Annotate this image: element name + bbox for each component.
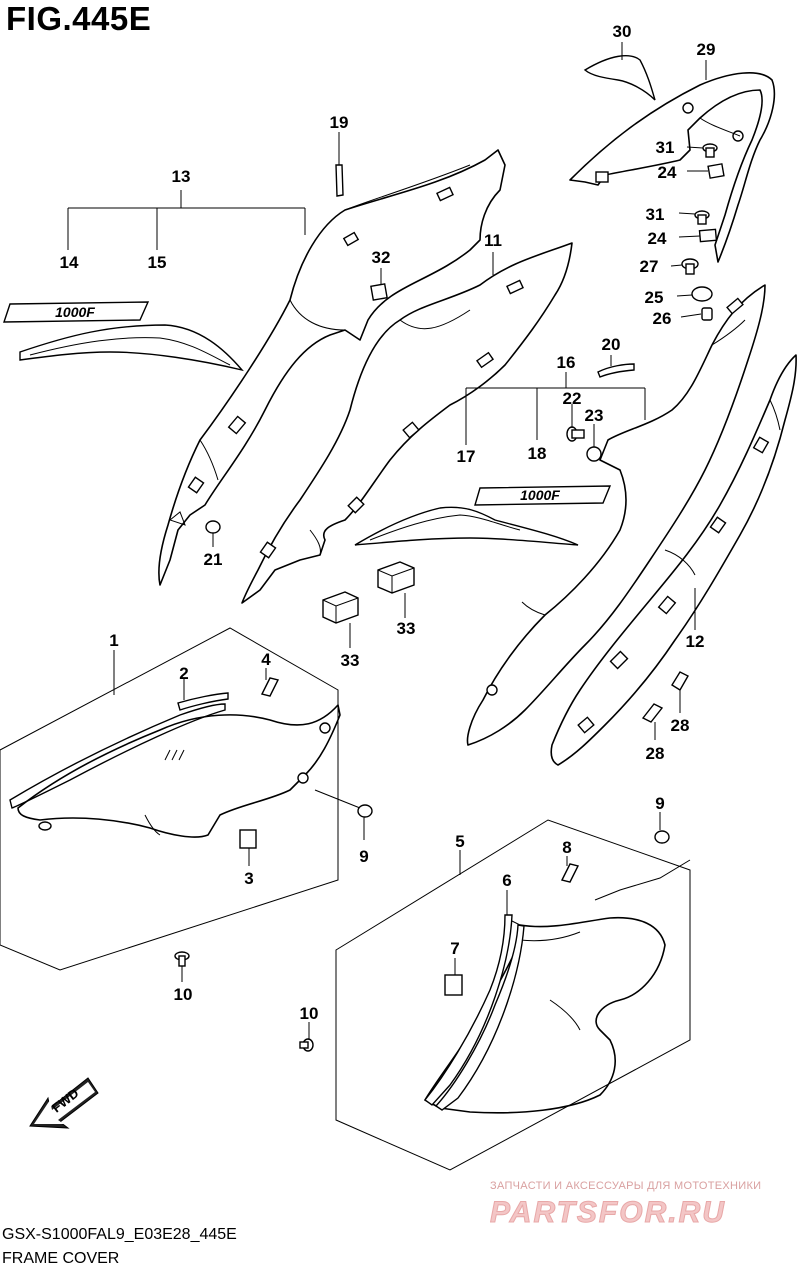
- callout-10-right: 10: [300, 1004, 319, 1023]
- callout-4: 4: [261, 650, 271, 669]
- callout-numbers: 30 29 19 13 31 24 31 24 11 32 14 15 27 2…: [60, 22, 716, 1023]
- callout-28-upper: 28: [671, 716, 690, 735]
- callout-26: 26: [653, 309, 672, 328]
- figure-title: FIG.445E: [6, 0, 152, 37]
- collar-26: [701, 307, 713, 321]
- callout-17: 17: [457, 447, 476, 466]
- pad-4: [260, 677, 280, 697]
- nut-24-upper: [707, 163, 725, 179]
- block-33-left: [322, 591, 359, 624]
- decal-18: 1000F: [474, 485, 612, 506]
- grommet-25: [691, 286, 713, 302]
- callout-13: 13: [172, 167, 191, 186]
- callout-29: 29: [697, 40, 716, 59]
- side-cover-left: [158, 149, 506, 586]
- part-32: [370, 283, 388, 301]
- tail-cover-29: [569, 72, 776, 263]
- decal-14-text: 1000F: [55, 304, 95, 320]
- callout-24-lower: 24: [648, 229, 667, 248]
- trim-strip-6b: [434, 924, 525, 1111]
- callout-19: 19: [330, 113, 349, 132]
- pad-8: [560, 863, 580, 883]
- leader-lines: [181, 42, 708, 1040]
- pad-3: [239, 829, 257, 849]
- screw-31-lower: [694, 210, 710, 225]
- screw-10b: [299, 1038, 314, 1052]
- nut-21: [205, 520, 221, 534]
- callout-3: 3: [244, 869, 253, 888]
- callout-33-right: 33: [397, 619, 416, 638]
- callout-6: 6: [502, 871, 511, 890]
- callout-5: 5: [455, 832, 464, 851]
- side-cover-12: [550, 354, 797, 766]
- callout-10-left: 10: [174, 985, 193, 1004]
- watermark-logo-text: PARTSFOR.RU: [490, 1196, 726, 1228]
- callout-15: 15: [148, 253, 167, 272]
- side-cover-16: [466, 284, 766, 746]
- callout-23: 23: [585, 406, 604, 425]
- callout-1: 1: [109, 631, 118, 650]
- callout-7: 7: [450, 939, 459, 958]
- bolt-27: [681, 258, 699, 275]
- nut-24-lower: [698, 228, 718, 243]
- nut-23: [586, 446, 602, 462]
- callout-28-lower: 28: [646, 744, 665, 763]
- part-20: [597, 363, 635, 378]
- screw-31-upper: [702, 143, 718, 158]
- decal-14: 1000F: [3, 301, 150, 323]
- callout-25: 25: [645, 288, 664, 307]
- stripe-15: [19, 324, 244, 372]
- watermark-logo: PARTSFOR.RU: [490, 1196, 726, 1229]
- part-19: [335, 164, 344, 197]
- callout-16: 16: [557, 353, 576, 372]
- stripe-17: [354, 506, 579, 546]
- block-33-right: [377, 561, 415, 594]
- nut-9a: [357, 804, 373, 818]
- callout-24-upper: 24: [658, 163, 677, 182]
- nut-9b: [654, 830, 670, 844]
- callout-20: 20: [602, 335, 621, 354]
- figure-name: FRAME COVER: [2, 1250, 120, 1267]
- callout-27: 27: [640, 257, 659, 276]
- callout-2: 2: [179, 664, 188, 683]
- trim-strip-6: [423, 914, 513, 1106]
- callout-12: 12: [686, 632, 705, 651]
- callout-30: 30: [613, 22, 632, 41]
- watermark-tagline: ЗАПЧАСТИ И АКСЕССУАРЫ ДЛЯ МОТОТЕХНИКИ: [490, 1180, 762, 1192]
- callout-31-lower: 31: [646, 205, 665, 224]
- callout-22: 22: [563, 389, 582, 408]
- trim-strip-2: [177, 692, 229, 711]
- pad-28-lower: [641, 703, 664, 723]
- callout-11: 11: [484, 231, 502, 250]
- callout-8: 8: [562, 838, 571, 857]
- bracket-13: [67, 190, 306, 250]
- callout-18: 18: [528, 444, 547, 463]
- screw-22: [566, 426, 585, 442]
- pad-7: [444, 974, 463, 996]
- side-cover-11: [241, 242, 573, 604]
- callout-21: 21: [204, 550, 223, 569]
- callout-33-left: 33: [341, 651, 360, 670]
- figure-code: GSX-S1000FAL9_E03E28_445E: [2, 1226, 237, 1243]
- screw-10a: [174, 951, 190, 967]
- assembly-box-5: [335, 819, 691, 1171]
- bracket-16: [465, 372, 646, 445]
- callout-14: 14: [60, 253, 79, 272]
- part-30: [583, 54, 656, 101]
- callout-9-left: 9: [359, 847, 368, 866]
- decal-18-text: 1000F: [520, 487, 560, 503]
- callout-32: 32: [372, 248, 391, 267]
- assembly-box-1: [0, 627, 361, 971]
- pad-28-upper: [671, 671, 689, 691]
- callout-9-right: 9: [655, 794, 664, 813]
- fwd-arrow-icon: FWD: [29, 1077, 99, 1129]
- callout-31-upper: 31: [656, 138, 675, 157]
